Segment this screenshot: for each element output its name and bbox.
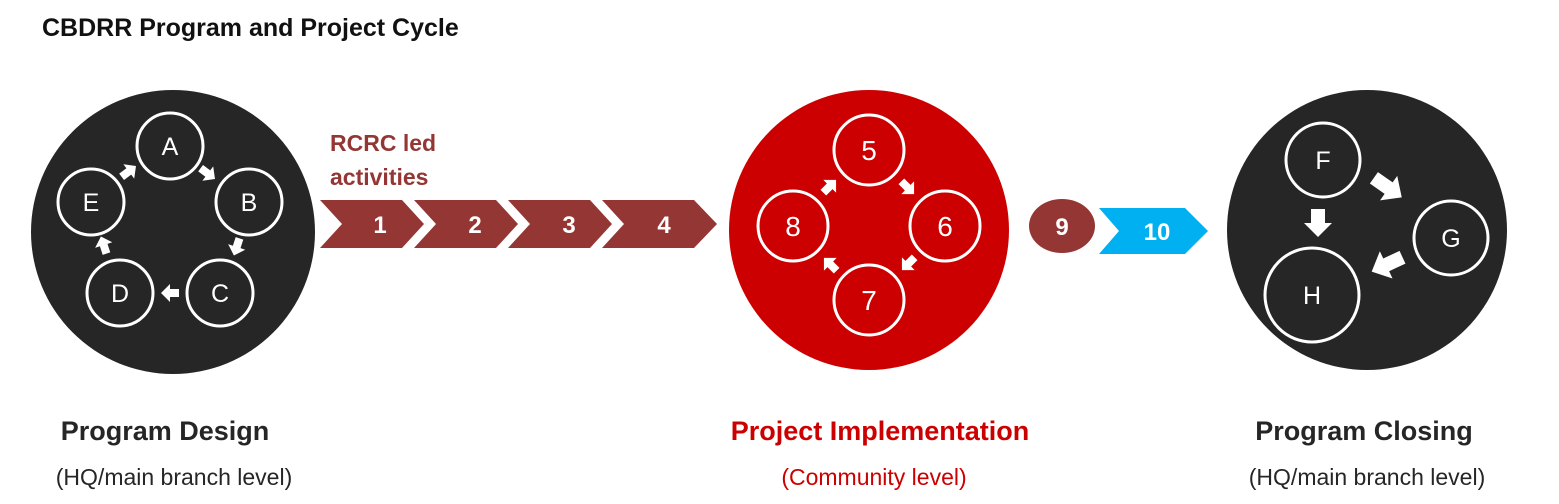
- closing-node-h: H: [1263, 246, 1361, 344]
- arrow-icon: [119, 164, 136, 181]
- impl-node-5-label: 5: [861, 135, 877, 166]
- arrow-icon: [1304, 209, 1332, 237]
- program-design-subtitle: (HQ/main branch level): [55, 464, 293, 490]
- arrow-icon: [198, 164, 215, 181]
- design-node-e: E: [56, 167, 126, 237]
- arrow-icon: [1369, 172, 1402, 201]
- arrow-icon: [820, 179, 837, 196]
- arrow-icon: [823, 257, 840, 274]
- arrow-icon: [898, 178, 915, 195]
- closing-node-h-label: H: [1303, 282, 1321, 310]
- chevron-step-4: 4: [602, 200, 717, 248]
- diagram-title: CBDRR Program and Project Cycle: [42, 14, 459, 42]
- arrow-icon: [161, 284, 179, 302]
- arrow-icon: [901, 254, 918, 271]
- design-node-b-label: B: [241, 189, 258, 217]
- design-node-c-label: C: [211, 280, 229, 308]
- design-node-a: A: [135, 111, 205, 181]
- program-closing-subtitle: (HQ/main branch level): [1248, 464, 1486, 490]
- program-closing-circle: [1227, 90, 1507, 370]
- design-node-d: D: [85, 258, 155, 328]
- step-9-oval: 9: [1029, 199, 1095, 253]
- impl-node-6-label: 6: [937, 211, 953, 242]
- design-node-c: C: [185, 258, 255, 328]
- project-implementation-title: Project Implementation: [730, 416, 1030, 446]
- closing-node-g: G: [1412, 199, 1490, 277]
- impl-node-7: 7: [832, 263, 906, 337]
- chevron-step-1: 1: [320, 200, 424, 248]
- program-design-title: Program Design: [60, 416, 270, 446]
- impl-node-6: 6: [908, 189, 982, 263]
- design-node-d-label: D: [111, 280, 129, 308]
- rcrc-led-activities-label: RCRC led activities: [330, 126, 436, 194]
- impl-node-5: 5: [832, 113, 906, 187]
- program-design-circle: [31, 90, 315, 374]
- chevron-step-3-label: 3: [562, 212, 575, 239]
- arrow-icon: [228, 237, 246, 256]
- design-node-b: B: [214, 167, 284, 237]
- project-implementation-circle: [729, 90, 1009, 370]
- design-node-e-label: E: [83, 189, 100, 217]
- chevron-step-4-label: 4: [657, 212, 671, 239]
- chevron-step-2: 2: [414, 200, 518, 248]
- chevron-step-2-label: 2: [468, 212, 481, 239]
- step-9-label: 9: [1055, 214, 1068, 241]
- rcrc-label-line1: RCRC led: [330, 130, 437, 156]
- impl-node-8: 8: [756, 189, 830, 263]
- step-10-chevron: 10: [1099, 208, 1208, 254]
- design-node-a-label: A: [162, 133, 179, 161]
- project-implementation-subtitle: (Community level): [781, 464, 967, 490]
- program-closing-title: Program Closing: [1255, 416, 1473, 446]
- chevron-step-1-label: 1: [373, 212, 386, 239]
- impl-node-7-label: 7: [861, 285, 877, 316]
- closing-node-g-label: G: [1441, 225, 1460, 253]
- arrow-icon: [1371, 250, 1406, 279]
- closing-node-f-label: F: [1315, 147, 1330, 175]
- closing-node-f: F: [1284, 121, 1362, 199]
- arrow-icon: [95, 236, 113, 255]
- impl-node-8-label: 8: [785, 211, 801, 242]
- step-10-label: 10: [1144, 219, 1171, 246]
- rcrc-label-line2: activities: [330, 164, 429, 190]
- chevron-step-3: 3: [508, 200, 612, 248]
